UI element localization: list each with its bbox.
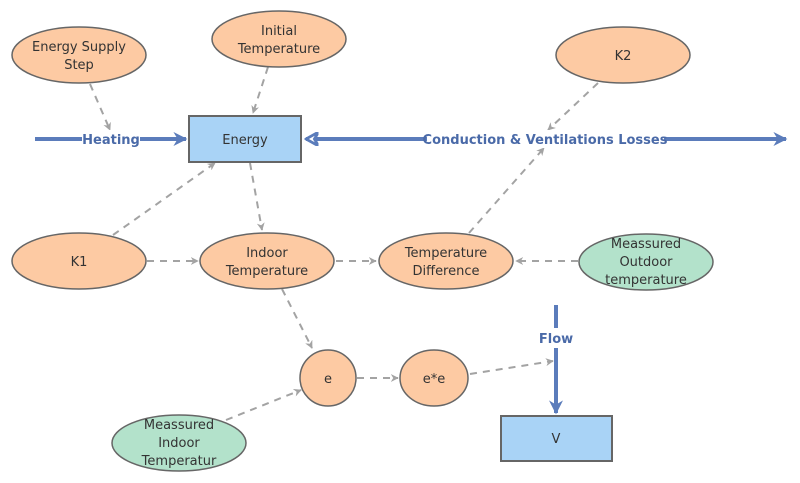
indoor-temperature-label-line-2: Temperature bbox=[225, 264, 308, 279]
measured-outdoor-temperature-shape[interactable] bbox=[578, 233, 714, 291]
energy-stock-shape[interactable] bbox=[188, 115, 302, 163]
flows-layer: Heating Conduction & Ventilations Losses… bbox=[35, 130, 786, 415]
conduction-losses-label-bg bbox=[427, 130, 664, 148]
node-initial-temperature[interactable]: Initial Temperature bbox=[211, 10, 347, 68]
temperature-difference-label-line-2: Difference bbox=[412, 264, 479, 279]
temperature-difference-shape[interactable] bbox=[378, 232, 514, 290]
node-v-stock[interactable]: V bbox=[500, 415, 613, 462]
temperature-difference-label-line-1: Temperature bbox=[404, 246, 487, 261]
e-squared-label: e*e bbox=[423, 372, 446, 387]
link-energy-to-indoor-temperature[interactable] bbox=[249, 162, 265, 231]
measured-outdoor-temperature-label-line-1: Meassured bbox=[611, 237, 681, 252]
link-initial-temperature-to-energy[interactable] bbox=[251, 66, 269, 114]
indoor-temperature-label-line-1: Indoor bbox=[246, 246, 288, 261]
initial-temperature-label-line-1: Initial bbox=[261, 24, 297, 39]
node-k2[interactable]: K2 bbox=[555, 26, 691, 84]
initial-temperature-shape[interactable] bbox=[211, 10, 347, 68]
energy-stock-label: Energy bbox=[222, 133, 268, 148]
link-indoor-temperature-to-e[interactable] bbox=[281, 288, 313, 349]
k2-shape[interactable] bbox=[555, 26, 691, 84]
measured-indoor-temperature-label-line-2: Indoor bbox=[158, 436, 200, 451]
e-label: e bbox=[324, 372, 332, 387]
node-energy-supply-step[interactable]: Energy Supply Step bbox=[11, 26, 147, 84]
link-k1-to-energy[interactable] bbox=[112, 162, 216, 236]
node-measured-indoor-temperature[interactable]: Meassured Indoor Temperatur bbox=[111, 414, 247, 472]
energy-supply-step-shape[interactable] bbox=[11, 26, 147, 84]
node-indoor-temperature[interactable]: Indoor Temperature bbox=[199, 232, 335, 290]
measured-indoor-temperature-label-line-1: Meassured bbox=[144, 418, 214, 433]
conduction-losses-label: Conduction & Ventilations Losses bbox=[423, 133, 668, 148]
flow-label: Flow bbox=[539, 332, 573, 347]
link-temperature-difference-to-conduction-losses[interactable] bbox=[468, 147, 545, 234]
link-k2-to-conduction-losses[interactable] bbox=[547, 82, 599, 131]
k1-shape[interactable] bbox=[11, 232, 147, 290]
heating-label: Heating bbox=[82, 133, 140, 148]
k2-label: K2 bbox=[615, 49, 632, 64]
v-stock-label: V bbox=[552, 432, 561, 447]
k1-label: K1 bbox=[71, 255, 88, 270]
nodes-layer: Energy Supply Step Initial Temperature K… bbox=[11, 10, 714, 472]
node-e[interactable]: e bbox=[299, 349, 357, 407]
heating-label-bg bbox=[82, 130, 140, 148]
energy-supply-step-label-line-1: Energy Supply bbox=[32, 40, 126, 55]
energy-supply-step-label-line-2: Step bbox=[64, 58, 94, 73]
link-e-squared-to-flow[interactable] bbox=[469, 358, 554, 375]
measured-outdoor-temperature-label-line-2: Outdoor bbox=[619, 255, 673, 270]
flow-v[interactable]: Flow bbox=[536, 305, 576, 415]
measured-outdoor-temperature-label-line-3: temperature bbox=[605, 273, 687, 288]
link-measured-indoor-to-e[interactable] bbox=[225, 388, 302, 421]
link-energy-supply-step-to-heating[interactable] bbox=[89, 83, 111, 131]
node-energy-stock[interactable]: Energy bbox=[188, 115, 302, 163]
flow-conduction-losses[interactable]: Conduction & Ventilations Losses bbox=[306, 130, 786, 148]
e-squared-shape[interactable] bbox=[399, 349, 469, 407]
node-temperature-difference[interactable]: Temperature Difference bbox=[378, 232, 514, 290]
flow-heating[interactable]: Heating bbox=[35, 130, 188, 148]
node-measured-outdoor-temperature[interactable]: Meassured Outdoor temperature bbox=[578, 233, 714, 291]
measured-indoor-temperature-label-line-3: Temperatur bbox=[141, 454, 217, 469]
indoor-temperature-shape[interactable] bbox=[199, 232, 335, 290]
v-stock-shape[interactable] bbox=[500, 415, 613, 462]
initial-temperature-label-line-2: Temperature bbox=[237, 42, 320, 57]
node-e-squared[interactable]: e*e bbox=[399, 349, 469, 407]
links-layer bbox=[89, 66, 599, 421]
e-shape[interactable] bbox=[299, 349, 357, 407]
flow-label-bg bbox=[536, 328, 576, 348]
node-k1[interactable]: K1 bbox=[11, 232, 147, 290]
measured-indoor-temperature-shape[interactable] bbox=[111, 414, 247, 472]
